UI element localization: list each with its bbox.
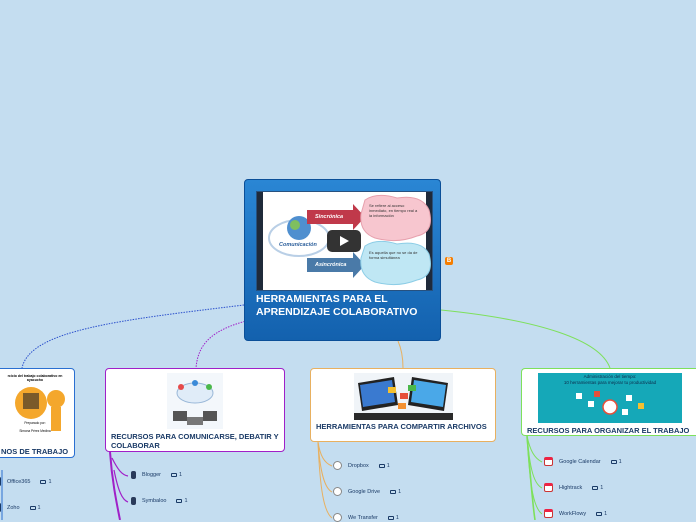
note-count-value: 1 <box>48 478 52 485</box>
left-branch-image: rcicio del trabajo colaborativo en ayacu… <box>1 373 69 443</box>
comment-icon <box>170 473 177 477</box>
comment-icon <box>378 463 385 468</box>
note-count[interactable]: 1 <box>596 511 607 517</box>
image-caption-top: rcicio del trabajo colaborativo en ayacu… <box>7 374 63 382</box>
app-icon <box>333 461 342 470</box>
calendar-icon <box>544 483 553 492</box>
label-sync: Sincrónica <box>315 214 344 220</box>
note-count[interactable]: 1 <box>387 514 399 521</box>
note-count-value: 1 <box>398 488 402 495</box>
list-item-blogger[interactable]: Blogger 1 <box>131 471 182 479</box>
note-count-value: 1 <box>37 504 41 511</box>
central-topic[interactable]: Sincrónica Asincrónica Comunicación Se r… <box>244 179 441 341</box>
central-title: HERRAMIENTAS PARA EL APRENDIZAJE COLABOR… <box>256 293 418 318</box>
list-item-zoho[interactable]: Zoho 1 <box>0 503 41 512</box>
item-label: Blogger <box>142 472 161 478</box>
comment-icon <box>592 485 599 490</box>
note-count[interactable]: 1 <box>610 458 622 465</box>
app-icon <box>333 513 342 522</box>
item-label: Office365 <box>7 478 31 485</box>
note-count-value: 1 <box>604 510 608 517</box>
image-caption-name2: Simona Pérez Medina <box>19 429 51 433</box>
list-item-google-calendar[interactable]: Google Calendar 1 <box>544 457 622 466</box>
list-item-google-drive[interactable]: Google Drive 1 <box>333 487 401 496</box>
note-count[interactable]: 1 <box>390 489 401 495</box>
note-count-value: 1 <box>395 514 399 521</box>
comment-icon <box>176 499 183 503</box>
branch-card-organizar[interactable]: Administración del tiempo: 10 herramient… <box>521 368 696 436</box>
productivity-icons <box>576 391 644 415</box>
comunicarse-image <box>167 373 223 429</box>
note-count-value: 1 <box>178 472 183 478</box>
branch-card-left[interactable]: rcicio del trabajo colaborativo en ayacu… <box>0 368 75 458</box>
bubble-async: Es aquella que no se da de forma simultá… <box>369 250 418 261</box>
note-count-value: 1 <box>386 462 390 469</box>
branch-card-comunicarse[interactable]: RECURSOS PARA COMUNICARSE, DEBATIR Y COL… <box>105 368 285 452</box>
image-caption-2: 10 herramientas para mejorar tu producti… <box>563 380 657 385</box>
list-item-office365[interactable]: Office365 1 <box>0 477 52 486</box>
branch-title-left: NOS DE TRABAJO <box>1 447 69 456</box>
compartir-image <box>354 373 453 420</box>
item-label: Hightrack <box>559 484 583 491</box>
video-thumbnail[interactable]: Sincrónica Asincrónica Comunicación Se r… <box>256 191 433 291</box>
note-count[interactable]: 1 <box>176 498 188 504</box>
list-item-dropbox[interactable]: Dropbox 1 <box>333 461 390 470</box>
branch-card-compartir[interactable]: HERRAMIENTAS PARA COMPARTIR ARCHIVOS <box>310 368 496 442</box>
item-label: WorkFlowy <box>559 510 587 517</box>
app-icon <box>0 477 1 486</box>
note-count[interactable]: 1 <box>170 472 183 478</box>
note-count-value: 1 <box>600 484 604 491</box>
item-label: Zoho <box>7 504 20 511</box>
app-icon <box>333 487 342 496</box>
note-count[interactable]: 1 <box>378 462 390 469</box>
comment-icon <box>387 515 394 520</box>
note-count-value: 1 <box>184 498 188 504</box>
image-caption-1: Administración del tiempo: <box>583 374 637 379</box>
note-count[interactable]: 1 <box>29 504 41 511</box>
item-label: Symbaloo <box>142 498 167 504</box>
item-label: Dropbox <box>348 462 369 469</box>
comment-icon <box>596 511 603 516</box>
note-count-value: 1 <box>618 458 622 465</box>
blogger-icon[interactable]: B <box>445 257 453 265</box>
list-item-workflowy[interactable]: WorkFlowy 1 <box>544 509 607 518</box>
list-item-we-transfer[interactable]: We Transfer 1 <box>333 513 399 522</box>
phone-icon <box>131 497 136 505</box>
item-label: Google Calendar <box>559 458 601 465</box>
list-item-hightrack[interactable]: Hightrack 1 <box>544 483 603 492</box>
comment-icon <box>390 489 397 494</box>
teamwork-illustration <box>15 387 65 431</box>
item-label: Google Drive <box>348 488 381 495</box>
phone-icon <box>131 471 136 479</box>
branch-title-comunicarse: RECURSOS PARA COMUNICARSE, DEBATIR Y COL… <box>111 432 279 450</box>
bubble-sync: Se refiere al acceso inmediato, en tiemp… <box>369 203 418 219</box>
comment-icon <box>29 505 36 510</box>
comment-icon <box>610 459 617 464</box>
label-async: Asincrónica <box>315 262 347 268</box>
laptops-sharing-illustration <box>354 377 453 420</box>
organizar-image: Administración del tiempo: 10 herramient… <box>538 373 682 423</box>
app-icon <box>0 503 1 512</box>
cloud-network-illustration <box>173 380 217 425</box>
play-icon[interactable] <box>327 230 361 252</box>
label-comm: Comunicación <box>279 242 317 248</box>
note-count[interactable]: 1 <box>592 485 603 491</box>
image-caption-name1: Preparado por: <box>24 421 46 425</box>
note-count[interactable]: 1 <box>40 478 52 485</box>
comment-icon <box>40 479 47 484</box>
branch-title-organizar: RECURSOS PARA ORGANIZAR EL TRABAJO <box>527 426 690 435</box>
list-item-symbaloo[interactable]: Symbaloo 1 <box>131 497 188 505</box>
item-label: We Transfer <box>348 514 378 521</box>
branch-title-compartir: HERRAMIENTAS PARA COMPARTIR ARCHIVOS <box>316 422 487 431</box>
calendar-icon <box>544 509 553 518</box>
calendar-icon <box>544 457 553 466</box>
